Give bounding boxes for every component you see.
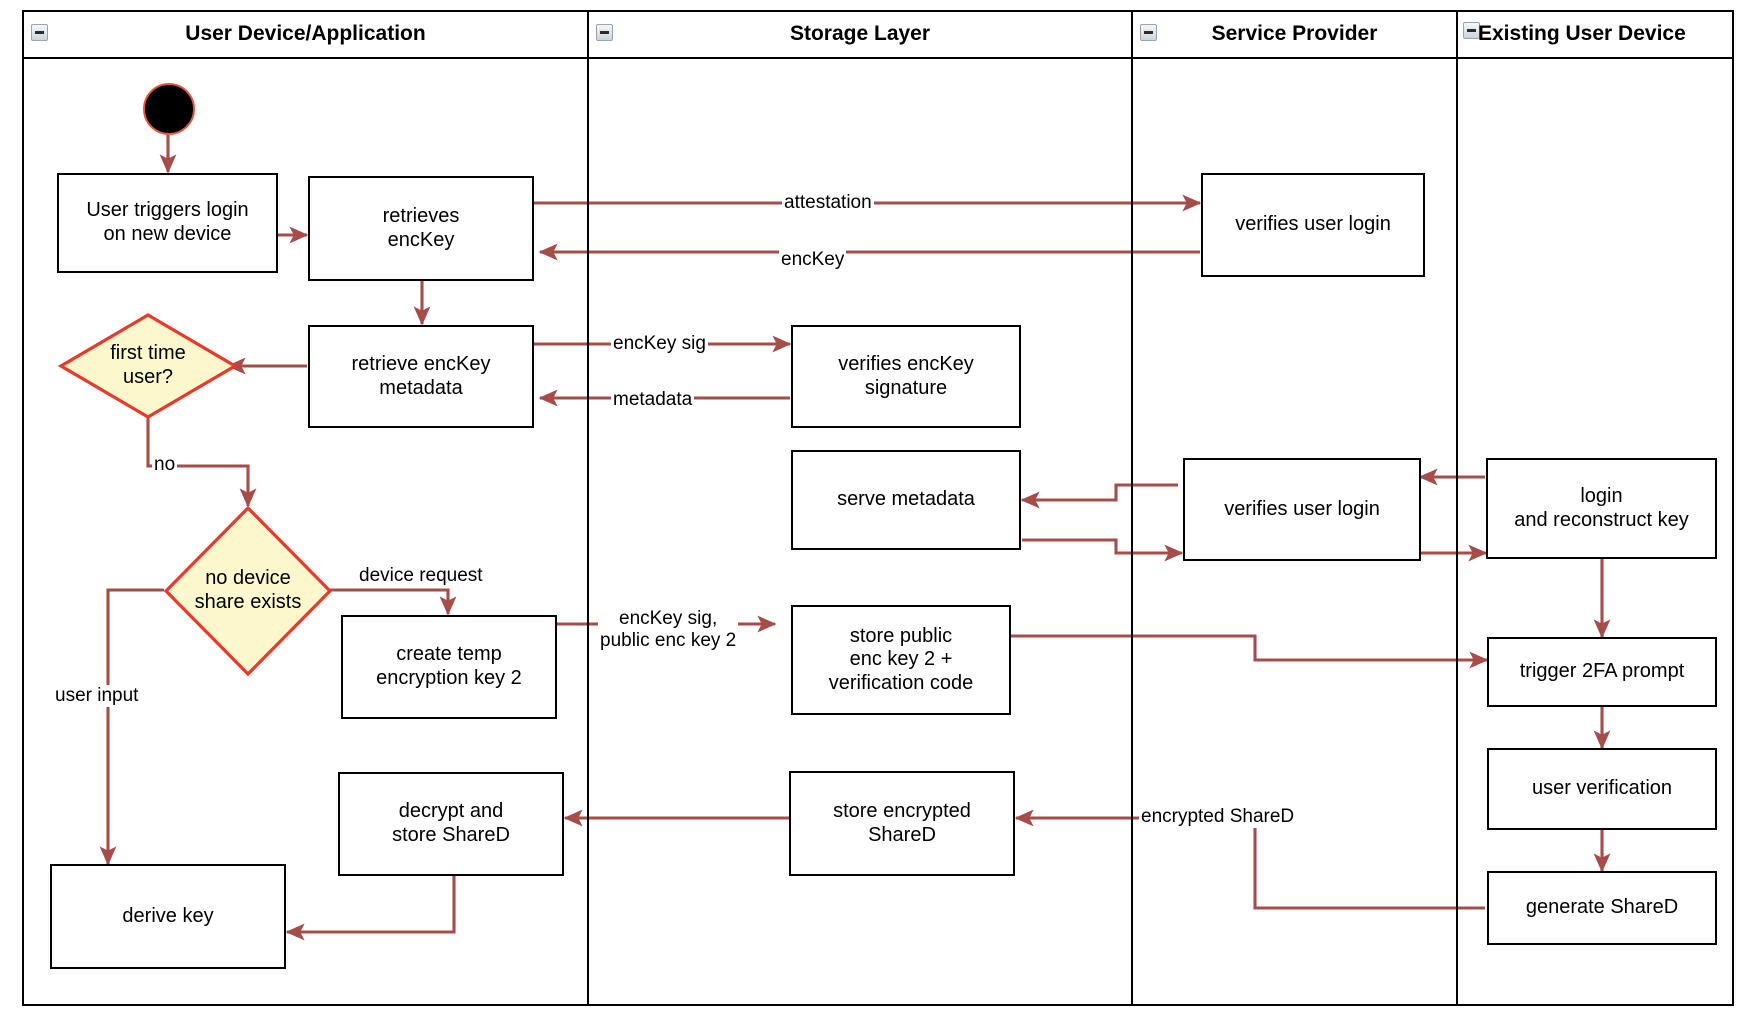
edge-sp-to-serve-metadata <box>1020 483 1178 509</box>
minus-glyph <box>1144 31 1153 34</box>
lane-header-separator <box>22 57 1734 59</box>
action-verifies-user-login-2[interactable]: verifies user login <box>1183 458 1421 561</box>
action-store-encrypted-shared[interactable]: store encrypted ShareD <box>789 771 1015 876</box>
action-user-triggers-login[interactable]: User triggers login on new device <box>57 173 278 273</box>
action-derive-key[interactable]: derive key <box>50 864 286 969</box>
action-create-temp-encryption-key-2[interactable]: create temp encryption key 2 <box>341 615 557 719</box>
edge-serve-metadata-to-sp <box>1022 538 1184 562</box>
action-trigger-2fa-prompt[interactable]: trigger 2FA prompt <box>1487 637 1717 707</box>
edge-label-enckey: encKey <box>779 249 847 271</box>
action-verifies-enckey-signature[interactable]: verifies encKey signature <box>791 325 1021 428</box>
lane-collapse-icon-storage-layer[interactable] <box>596 24 613 41</box>
action-user-verification[interactable]: user verification <box>1487 748 1717 830</box>
edge-device-request <box>330 588 457 616</box>
action-generate-shared[interactable]: generate ShareD <box>1487 871 1717 945</box>
edge-label-metadata: metadata <box>611 389 695 411</box>
edge-label-user-input: user input <box>53 685 141 707</box>
decision-diamond-shape <box>58 313 238 419</box>
edge-decrypt-to-derive <box>285 876 456 941</box>
minus-glyph <box>1467 29 1476 32</box>
edge-encrypted-shared <box>1014 809 1485 910</box>
edge-user-input <box>99 588 164 866</box>
lane-collapse-icon-user-device[interactable] <box>31 24 48 41</box>
swimlane-frame <box>22 10 1734 1006</box>
initial-node[interactable] <box>143 83 195 135</box>
minus-glyph <box>600 31 609 34</box>
lane-divider-3 <box>1456 10 1458 1006</box>
edge-label-enckey-sig-public-enc-key-2: encKey sig, public enc key 2 <box>598 608 739 652</box>
decision-no-device-share-exists[interactable]: no device share exists <box>163 505 333 677</box>
lane-title-storage-layer: Storage Layer <box>789 21 931 45</box>
action-serve-metadata[interactable]: serve metadata <box>791 450 1021 550</box>
lane-title-service-provider: Service Provider <box>1211 21 1378 45</box>
edge-label-enckey-sig: encKey sig <box>611 333 708 355</box>
lane-divider-2 <box>1131 10 1133 1006</box>
minus-glyph <box>35 31 44 34</box>
lane-divider-1 <box>587 10 589 1006</box>
action-decrypt-and-store-shared[interactable]: decrypt and store ShareD <box>338 772 564 876</box>
action-retrieves-enckey[interactable]: retrieves encKey <box>308 176 534 281</box>
lane-collapse-icon-existing-user-device[interactable] <box>1463 22 1480 39</box>
action-verifies-user-login-1[interactable]: verifies user login <box>1201 173 1425 277</box>
edge-label-attestation: attestation <box>782 192 874 214</box>
lane-title-user-device: User Device/Application <box>185 21 426 45</box>
edge-label-device-request: device request <box>357 565 485 587</box>
edge-no <box>146 418 257 508</box>
edge-label-no: no <box>152 454 178 476</box>
decision-first-time-user[interactable]: first time user? <box>58 312 238 420</box>
edge-label-encrypted-shared: encrypted ShareD <box>1139 806 1297 828</box>
decision-diamond-shape <box>163 505 333 677</box>
lane-collapse-icon-service-provider[interactable] <box>1140 24 1157 41</box>
lane-title-existing-user-device: Existing User Device <box>1478 21 1686 45</box>
action-store-public-enc-key-2[interactable]: store public enc key 2 + verification co… <box>791 605 1011 715</box>
action-login-and-reconstruct-key[interactable]: login and reconstruct key <box>1486 458 1717 559</box>
action-retrieve-enckey-metadata[interactable]: retrieve encKey metadata <box>308 325 534 428</box>
